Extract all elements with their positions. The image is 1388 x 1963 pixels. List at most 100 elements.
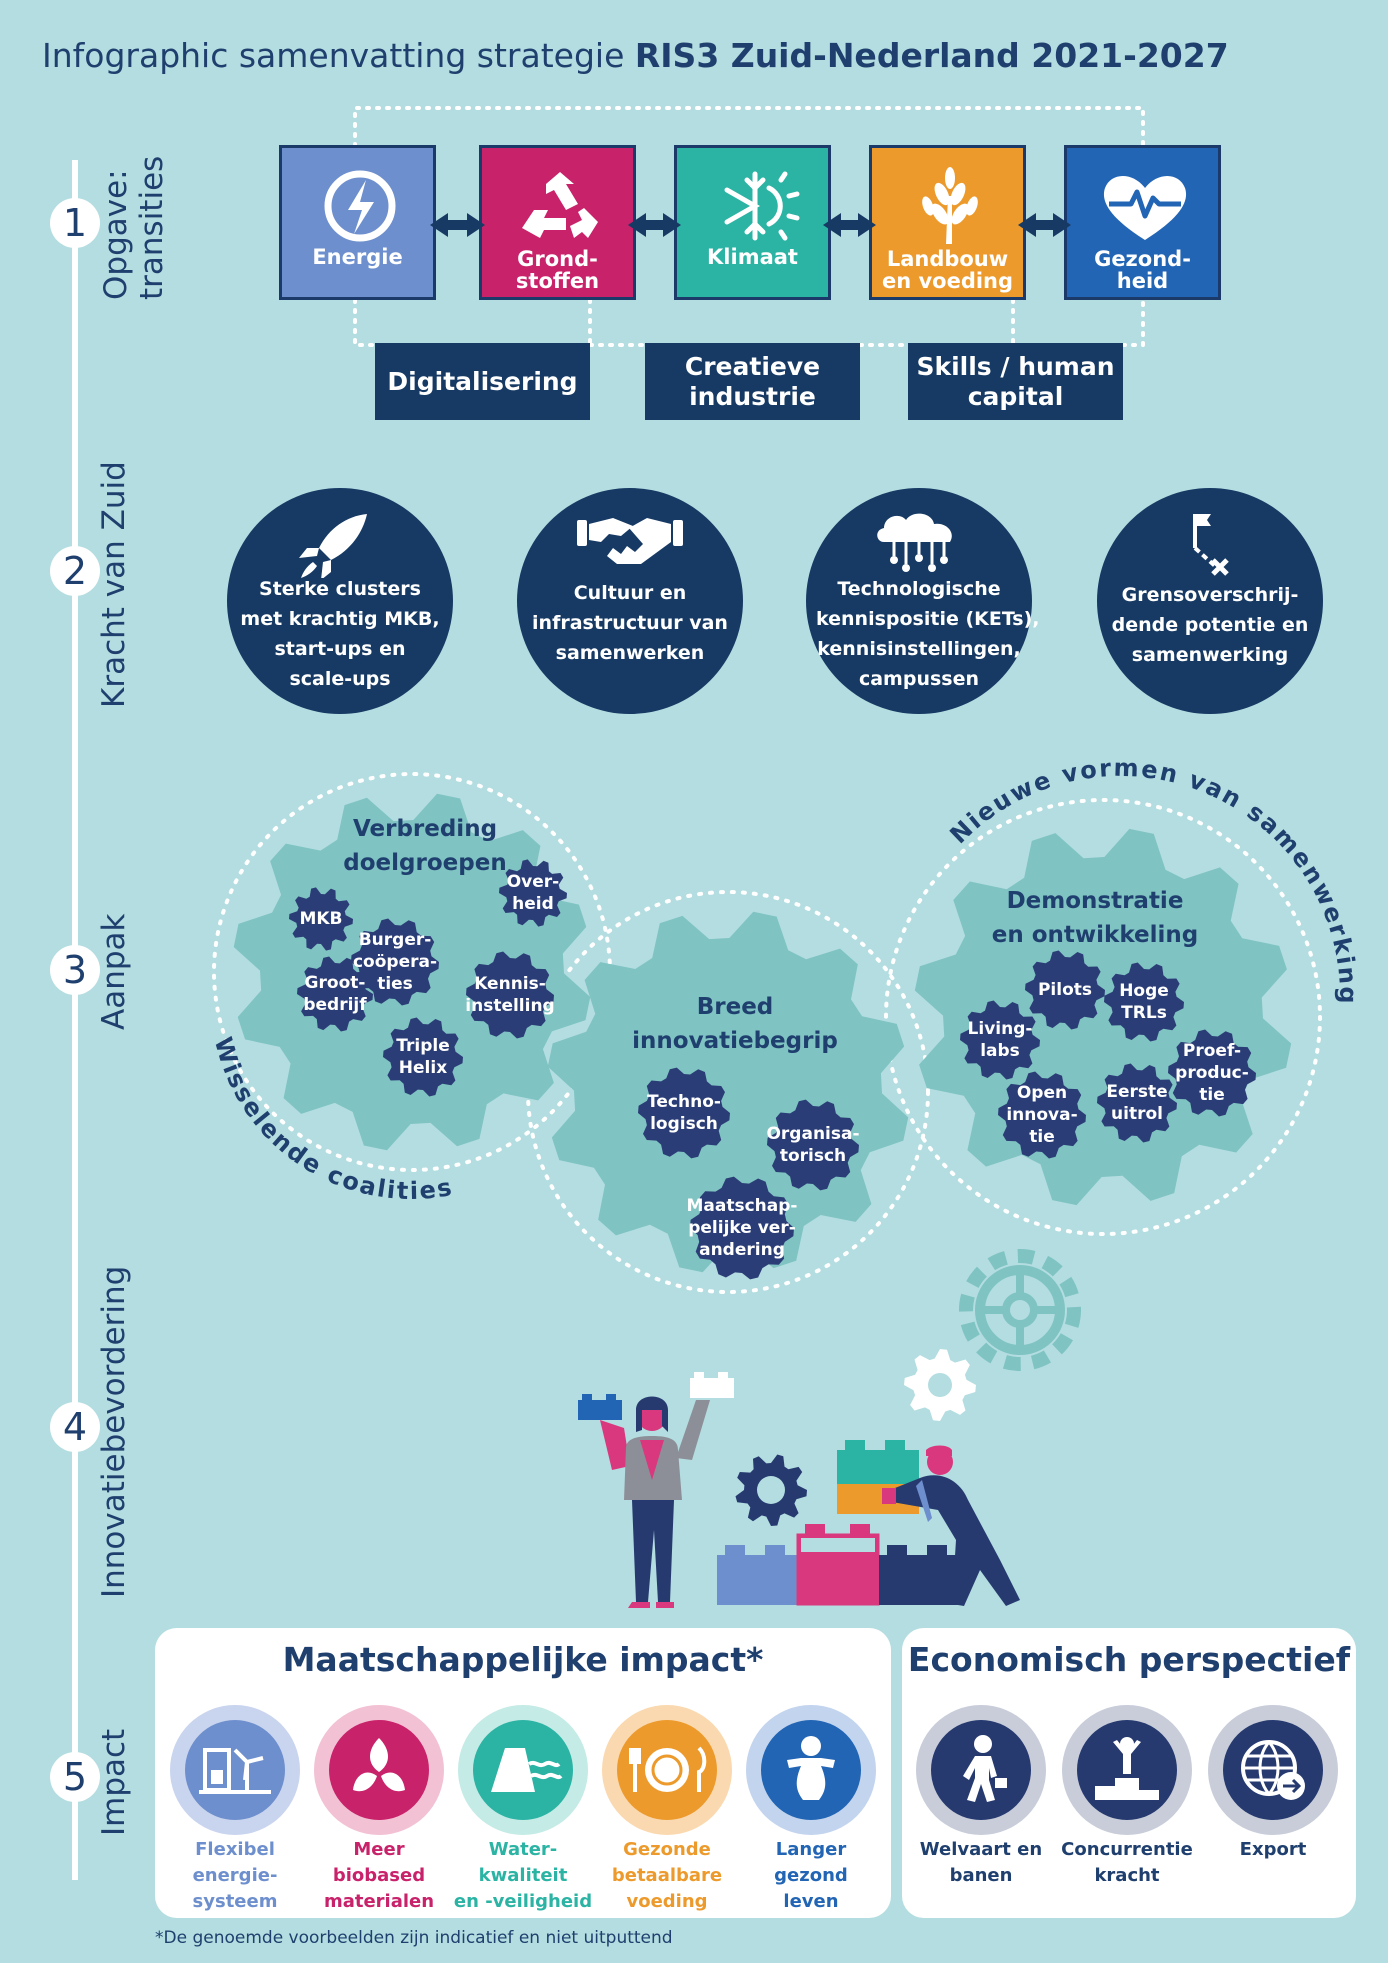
gear2-title: Breed innovatiebegrip — [632, 994, 838, 1054]
transition-label: Klimaat — [707, 245, 798, 269]
economy-inner — [1077, 1720, 1177, 1820]
gear3-item-label: Proef- produc- tie — [1175, 1041, 1249, 1105]
transition-label: Gezond- heid — [1094, 247, 1191, 293]
society-impact-circle — [602, 1705, 732, 1835]
businessman-icon — [963, 1735, 1007, 1802]
gear1-item-label: Kennis- instelling — [465, 974, 555, 1016]
step-3-number: 3 — [50, 945, 100, 995]
economy-title: Economisch perspectief — [907, 1640, 1351, 1679]
page-title: Infographic samenvatting strategie RIS3 … — [42, 36, 1229, 75]
man-figure — [882, 1445, 1020, 1606]
gear2-item-label: Techno- logisch — [647, 1092, 721, 1134]
woman-figure — [600, 1396, 710, 1608]
economy-circle — [916, 1705, 1046, 1835]
enabler-label: Skills / human capital — [916, 351, 1115, 411]
gear1-small-gear — [466, 951, 554, 1039]
timeline-line — [72, 160, 78, 1880]
society-impact-label: Langer gezond leven — [774, 1839, 848, 1912]
gear1-item-label: Over- heid — [506, 872, 560, 914]
person-health-icon — [787, 1736, 835, 1800]
recycle-icon — [522, 172, 598, 238]
enabler-skills: Skills / human capital — [908, 343, 1123, 420]
step-2-number: 2 — [50, 546, 100, 596]
gear3-title: Demonstratie en ontwikkeling — [991, 888, 1199, 948]
gear3-item-label: Living- labs — [967, 1019, 1033, 1061]
transition-landbouw: Landbouw en voeding — [869, 145, 1026, 300]
economy-label: Export — [1239, 1839, 1307, 1860]
white-gear-icon — [904, 1349, 976, 1421]
cloud-network-icon — [877, 513, 952, 572]
gear3-item-label: Pilots — [1037, 980, 1093, 1000]
gear1-item-label: Triple Helix — [396, 1036, 450, 1078]
economy-inner — [1223, 1720, 1323, 1820]
transition-gezondheid: Gezond- heid — [1064, 145, 1221, 300]
flag-cross-icon — [1193, 514, 1229, 576]
society-impact-circle — [170, 1705, 300, 1835]
impact-inner — [617, 1720, 717, 1820]
gear3-small-gear — [1104, 962, 1184, 1042]
strength-technologie: Technologische kennispositie (KETs), ken… — [806, 488, 1040, 714]
society-impact-label: Water- kwaliteit en -veiligheid — [453, 1839, 593, 1912]
lightning-icon — [324, 170, 396, 242]
enabler-label: Digitalisering — [387, 366, 578, 396]
outline-gear-icon — [959, 1249, 1081, 1371]
gear1-title: Verbreding doelgroepen — [343, 816, 507, 876]
double-arrow-icon — [430, 213, 485, 237]
impact-inner — [473, 1720, 573, 1820]
gear3-item-label: Open innova- tie — [1006, 1083, 1078, 1147]
innovation-illustration — [578, 1372, 1020, 1608]
podium-icon — [1095, 1737, 1159, 1800]
gear1-small-gear — [351, 918, 439, 1006]
society-impact-circle — [746, 1705, 876, 1835]
gear2-item-label: Maatschap- pelijke ver- andering — [686, 1196, 798, 1260]
gear3-item-label: Eerste uitrol — [1106, 1082, 1168, 1124]
transition-label: Energie — [312, 245, 403, 269]
strength-label: Grensoverschrij- dende potentie en samen… — [1111, 584, 1309, 666]
society-impact-title: Maatschappelijke impact* — [282, 1640, 764, 1679]
gear2-small-gear — [767, 1099, 859, 1191]
gear1-item-label: Burger- coöpera- ties — [352, 930, 438, 994]
globe-arrow-icon — [1241, 1740, 1305, 1800]
economy-label: Concurrentie kracht — [1061, 1839, 1193, 1886]
strength-grens: Grensoverschrij- dende potentie en samen… — [1097, 488, 1323, 714]
handshake-icon — [577, 518, 683, 564]
gear3-small-gear — [1097, 1063, 1177, 1143]
gear3-small-gear — [1025, 950, 1105, 1030]
gear1-item-label: Groot- bedrijf — [303, 973, 367, 1015]
transition-grondstoffen: Grond- stoffen — [479, 145, 636, 300]
transition-klimaat: Klimaat — [674, 145, 831, 300]
gear2-item-label: Organisa- torisch — [766, 1124, 860, 1166]
step-5-number: 5 — [50, 1752, 100, 1802]
gear1-small-gear — [297, 956, 373, 1032]
society-impact-label: Meer biobased materialen — [323, 1839, 435, 1912]
society-impact-label: Gezonde betaalbare voeding — [611, 1839, 723, 1912]
impact-inner — [185, 1720, 285, 1820]
gear1-small-gear — [499, 859, 567, 927]
double-arrow-icon — [823, 213, 876, 237]
impact-inner — [761, 1720, 861, 1820]
dark-gear-icon — [735, 1454, 807, 1526]
enabler-creatieve-industrie: Creatieve industrie — [645, 343, 860, 420]
strength-clusters: Sterke clusters met krachtig MKB, start-… — [227, 488, 453, 714]
title-prefix: Infographic samenvatting strategie — [42, 36, 635, 75]
double-arrow-icon — [628, 213, 681, 237]
economy-label: Welvaart en banen — [919, 1839, 1043, 1886]
transition-label: Grond- stoffen — [515, 247, 600, 293]
gear3-small-gear — [1168, 1029, 1256, 1117]
economy-circle — [1208, 1705, 1338, 1835]
transitions-connector-lines — [353, 106, 1145, 347]
title-bold: RIS3 Zuid-Nederland 2021-2027 — [634, 36, 1229, 75]
enabler-label: Creatieve industrie — [684, 351, 821, 411]
transition-arrows — [430, 213, 1071, 237]
footnote: *De genoemde voorbeelden zijn indicatief… — [155, 1928, 673, 1948]
step-1-number: 1 — [50, 198, 100, 248]
gear1-item-label: MKB — [299, 909, 343, 929]
battery-wind-icon — [199, 1748, 271, 1794]
plate-cutlery-icon — [629, 1746, 707, 1792]
economy-circle — [1062, 1705, 1192, 1835]
society-impact-label: Flexibel energie- systeem — [192, 1839, 278, 1912]
gear2-small-gear — [690, 1176, 794, 1280]
strength-label: Technologische kennispositie (KETs), ken… — [816, 578, 1040, 690]
gear1-small-gear — [289, 887, 353, 951]
